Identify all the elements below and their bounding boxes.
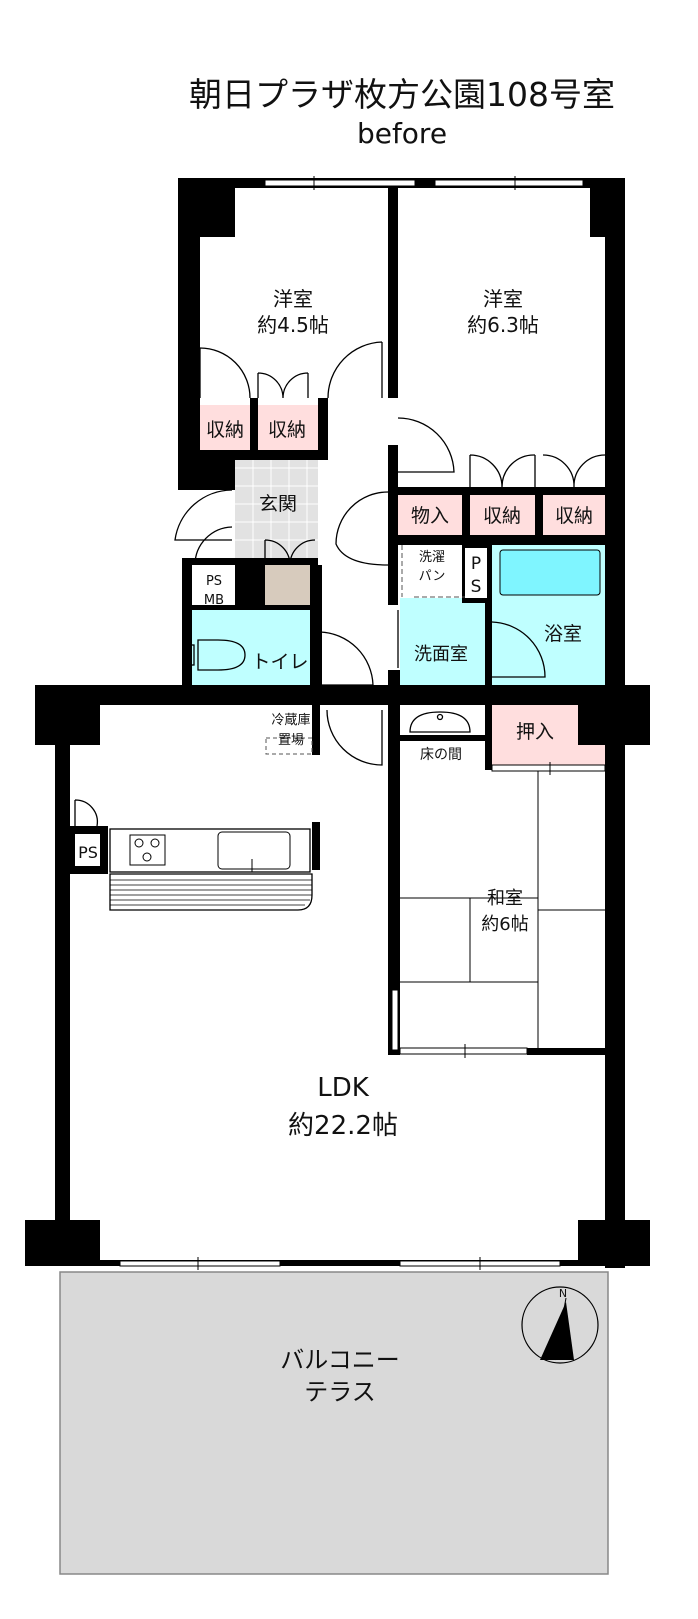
tokonoma-label: 床の間 xyxy=(420,747,462,763)
balcony-label: バルコニー xyxy=(280,1346,400,1374)
western1-size: 約4.5帖 xyxy=(257,313,329,337)
western1-name: 洋室 xyxy=(273,287,313,311)
ldk-name: LDK xyxy=(317,1073,370,1103)
balcony xyxy=(59,1271,609,1575)
closet-label: 物入 xyxy=(411,505,449,527)
toilet-label: トイレ xyxy=(251,651,308,673)
fridge-label: 冷蔵庫 xyxy=(271,713,310,728)
entrance-tiles xyxy=(235,450,318,558)
japanese-size: 約6帖 xyxy=(481,914,528,935)
entrance-label: 玄関 xyxy=(259,493,297,515)
western2-name: 洋室 xyxy=(483,287,523,311)
storage-label: 収納 xyxy=(206,419,244,441)
plan-title: 朝日プラザ枚方公園108号室 xyxy=(189,75,615,114)
laundry-label: 洗濯 xyxy=(419,550,445,565)
windows xyxy=(119,176,606,1270)
ps-v-label: P xyxy=(471,554,481,574)
bathroom-label: 浴室 xyxy=(544,623,582,645)
oshiire-label: 押入 xyxy=(516,721,554,743)
tatami-lines xyxy=(400,771,605,1048)
plan-subtitle: before xyxy=(357,117,447,150)
storage-label: 収納 xyxy=(268,419,306,441)
kitchen-ps-label: PS xyxy=(78,843,98,862)
fixtures xyxy=(109,545,485,911)
western2-size: 約6.3帖 xyxy=(467,313,539,337)
laundry-label-2: パン xyxy=(419,569,446,584)
storage-label: 収納 xyxy=(555,505,593,527)
fridge-label-2: 置場 xyxy=(278,733,304,748)
svg-text:N: N xyxy=(559,1287,567,1300)
japanese-name: 和室 xyxy=(487,888,523,909)
compass-icon: N xyxy=(521,1286,599,1364)
washroom-label: 洗面室 xyxy=(414,644,468,665)
storage-label: 収納 xyxy=(483,505,521,527)
terrace-label: テラス xyxy=(304,1378,376,1406)
door-swings xyxy=(74,341,606,827)
ldk-size: 約22.2帖 xyxy=(288,1111,398,1141)
room-labels: 洋室 約4.5帖 洋室 約6.3帖 収納 収納 物入 収納 収納 玄関 PS M… xyxy=(78,287,593,1406)
ps-label: PS xyxy=(206,574,222,589)
ps-v-label-2: S xyxy=(471,577,482,597)
mb-label: MB xyxy=(204,593,224,608)
